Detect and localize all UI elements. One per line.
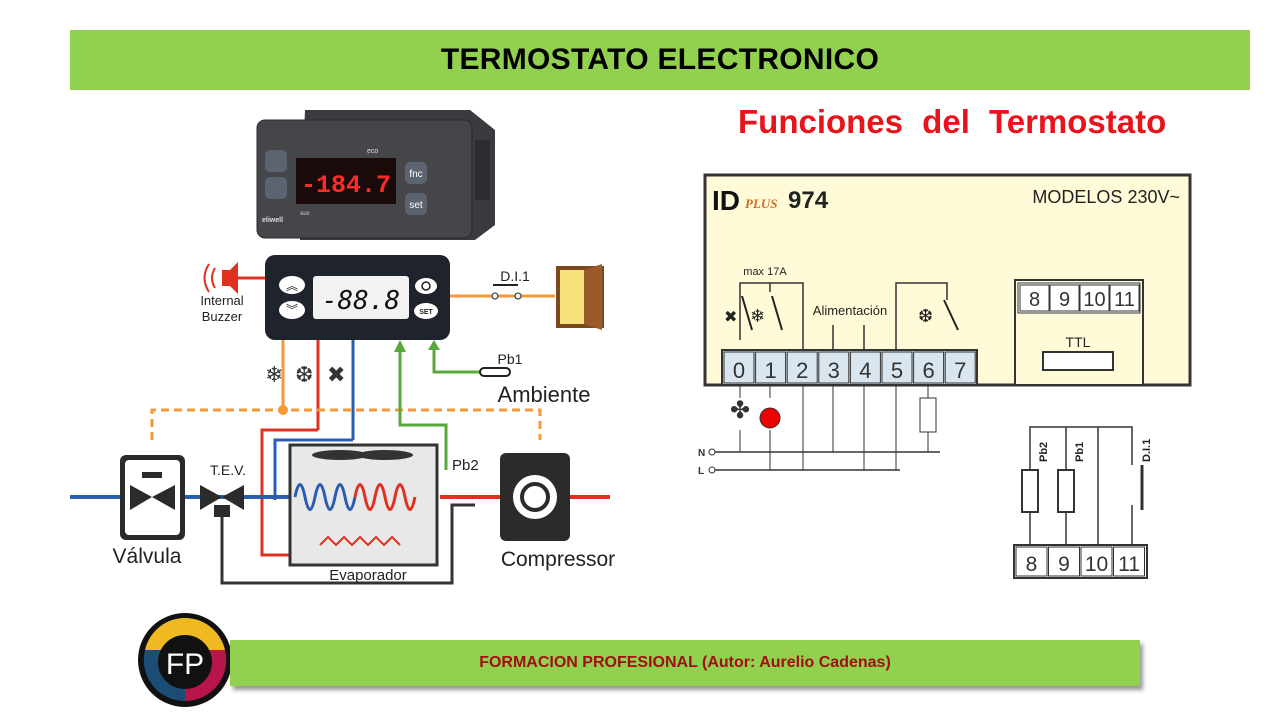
snowflake-icon: ❄ xyxy=(265,362,283,387)
probe-terminal-8 xyxy=(1019,284,1050,312)
probe-terminal-number: 9 xyxy=(1059,289,1070,311)
buzzer-label: Internal xyxy=(200,293,243,308)
evaporador-label: Evaporador xyxy=(329,567,407,584)
fp-logo: FP xyxy=(138,613,232,707)
terminal-0 xyxy=(723,351,755,384)
terminal-number: 0 xyxy=(733,358,745,383)
terminal-4 xyxy=(849,351,881,384)
terminal-6 xyxy=(913,351,945,384)
probe-terminal-number: 10 xyxy=(1083,289,1105,311)
pb1-label: Pb1 xyxy=(498,351,523,367)
ttl-connector xyxy=(1042,351,1114,371)
pb2-label: Pb2 xyxy=(452,457,479,474)
terminal-number: 6 xyxy=(922,358,934,383)
heater-icon xyxy=(919,397,937,433)
logo-text: FP xyxy=(166,648,204,681)
controller-display: -88.8 xyxy=(322,286,400,316)
brand-logo: eliwell xyxy=(262,217,283,224)
up-icon: ︽ xyxy=(286,279,298,293)
probe-terminal-number: 8 xyxy=(1029,289,1040,311)
down-button-photo xyxy=(265,177,287,199)
probe-terminal-11 xyxy=(1109,284,1140,312)
door-icon xyxy=(556,264,604,330)
photo-display: -184.7 xyxy=(301,171,391,200)
aux-label: aux xyxy=(300,211,310,217)
footer-banner: FORMACION PROFESIONAL (Autor: Aurelio Ca… xyxy=(230,640,1140,686)
terminal-5 xyxy=(881,351,913,384)
tev-icon xyxy=(200,485,222,510)
model-prefix: ID xyxy=(712,185,740,216)
bottom-terminal-11 xyxy=(1113,546,1145,577)
defrost-icon: ❆ xyxy=(295,362,313,387)
di1-label: D.I.1 xyxy=(500,268,530,284)
fan-icon: ✖ xyxy=(327,362,345,387)
probe-terminal-10 xyxy=(1079,284,1110,312)
subtitle: Funciones del Termostato xyxy=(738,103,1167,140)
thermostat-photo: -184.7 eco fnc set eliwell aux xyxy=(256,110,495,240)
bottom-terminal-10 xyxy=(1080,546,1113,577)
models-voltage: MODELOS 230V~ xyxy=(1032,187,1180,207)
footer-text: FORMACION PROFESIONAL (Autor: Aurelio Ca… xyxy=(479,654,891,671)
line-label: L xyxy=(698,466,704,477)
terminal-number: 2 xyxy=(796,358,808,383)
valvula-label: Válvula xyxy=(113,545,182,568)
terminal-7 xyxy=(944,351,976,384)
eco-indicator: eco xyxy=(367,148,378,155)
model-plus: PLUS xyxy=(745,196,778,211)
ambiente-label: Ambiente xyxy=(498,382,591,407)
max-current-label: max 17A xyxy=(743,266,787,278)
bottom-terminal-8 xyxy=(1015,546,1048,577)
terminal-number: 7 xyxy=(954,358,966,383)
bottom-terminal-number: 9 xyxy=(1058,553,1070,576)
buzzer-icon xyxy=(203,262,238,294)
di1-label: D.I.1 xyxy=(1141,439,1153,462)
terminal-number: 3 xyxy=(828,358,840,383)
wiring-diagram: ID PLUS 974 MODELOS 230V~ max 17A ✖ ❄ Al… xyxy=(698,173,1192,579)
ttl-label: TTL xyxy=(1066,334,1091,350)
pb1-label: Pb1 xyxy=(1074,442,1086,462)
page-title: TERMOSTATO ELECTRONICO xyxy=(440,43,880,76)
compressor-label: Compressor xyxy=(501,548,615,571)
defrost-icon: ❆ xyxy=(918,306,933,326)
alimentacion-label: Alimentación xyxy=(813,303,887,318)
pb1-sensor-icon xyxy=(1057,469,1075,513)
power-icon xyxy=(415,278,437,294)
terminal-number: 1 xyxy=(764,358,776,383)
fan-load-icon: ✤ xyxy=(730,397,750,424)
neutral-label: N xyxy=(698,448,705,459)
bottom-terminal-number: 11 xyxy=(1118,553,1140,576)
probe-terminal-number: 11 xyxy=(1114,289,1135,311)
terminal-2 xyxy=(786,351,818,384)
pb2-label: Pb2 xyxy=(1038,442,1050,462)
terminal-3 xyxy=(818,351,850,384)
fan-icon: ✖ xyxy=(724,309,737,326)
fnc-button-label: fnc xyxy=(409,169,422,180)
model-number: 974 xyxy=(788,187,829,214)
up-button-photo xyxy=(265,150,287,172)
bottom-terminal-number: 8 xyxy=(1026,553,1038,576)
buzzer-label-2: Buzzer xyxy=(202,309,243,324)
set-button-label: SET xyxy=(419,309,433,316)
bottom-terminal-number: 10 xyxy=(1085,553,1108,576)
refrigeration-schematic: Internal Buzzer ︽ ︾ -88.8 SET D.I.1 Pb1 … xyxy=(70,255,615,585)
snowflake-icon: ❄ xyxy=(750,306,765,326)
tev-label: T.E.V. xyxy=(210,462,246,478)
terminal-number: 5 xyxy=(891,358,903,383)
probe-terminal-9 xyxy=(1049,284,1080,312)
bottom-terminal-9 xyxy=(1048,546,1080,577)
set-button-label: set xyxy=(409,200,423,211)
down-icon: ︾ xyxy=(286,303,298,317)
terminal-1 xyxy=(755,351,787,384)
title-banner: TERMOSTATO ELECTRONICO xyxy=(70,30,1250,90)
compressor-load-icon xyxy=(759,407,781,429)
pb2-sensor-icon xyxy=(1021,469,1039,513)
terminal-number: 4 xyxy=(859,358,871,383)
